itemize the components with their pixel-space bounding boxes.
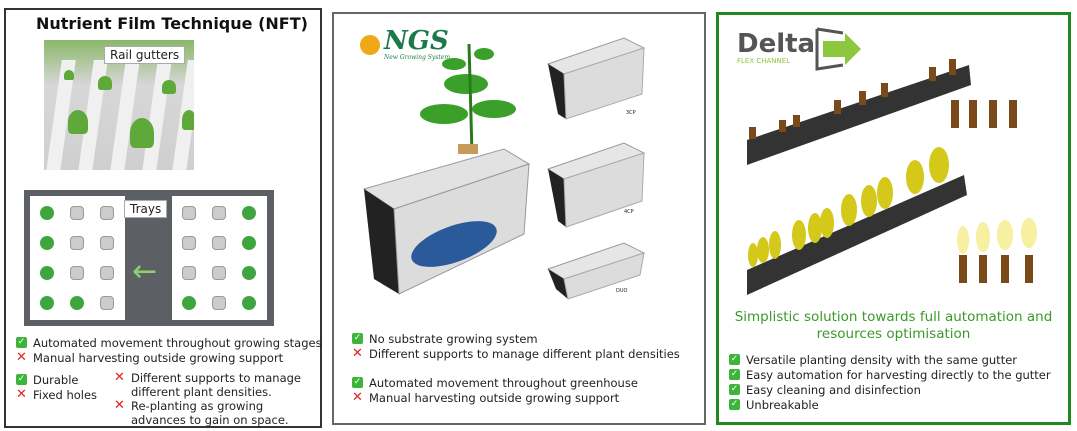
nft-title: Nutrient Film Technique (NFT) bbox=[36, 14, 308, 33]
tray-cell bbox=[100, 296, 114, 310]
rail-gutters-label: Rail gutters bbox=[104, 46, 186, 64]
tray-cell bbox=[212, 236, 226, 250]
tray-cell bbox=[242, 206, 256, 220]
delta-logo-subtitle: FLEX CHANNEL bbox=[737, 57, 791, 65]
list-item-text: Automated movement throughout greenhouse bbox=[369, 376, 638, 390]
list-item: ✓ Versatile planting density with the sam… bbox=[729, 353, 1017, 367]
check-box-icon: ✓ bbox=[352, 333, 363, 344]
cross-icon: ✕ bbox=[114, 398, 125, 413]
rail-gutters-photo: Rail gutters bbox=[44, 40, 194, 170]
tray-cell bbox=[182, 266, 196, 280]
ngs-gutter-with-plant bbox=[362, 43, 531, 295]
delta-panel: Delta FLEX CHANNEL Simplistic solution t… bbox=[716, 12, 1071, 425]
list-item-text: Different supports to manage different p… bbox=[131, 371, 302, 399]
gutter-label-4cp: 4CP bbox=[624, 209, 634, 215]
cross-icon: ✕ bbox=[16, 350, 27, 365]
list-item: ✕ Manual harvesting outside growing suppo… bbox=[352, 390, 620, 406]
tray-cell bbox=[242, 266, 256, 280]
gutter-label-duo: DUO bbox=[616, 288, 628, 294]
list-item-text: Durable bbox=[33, 373, 79, 387]
list-item-text: Easy automation for harvesting directly … bbox=[746, 368, 1051, 382]
tray-cell bbox=[100, 266, 114, 280]
ngs-gutter-3cp bbox=[546, 37, 646, 120]
delta-logo: Delta FLEX CHANNEL bbox=[737, 31, 815, 65]
list-item-text: Manual harvesting outside growing suppor… bbox=[33, 351, 284, 365]
list-item: ✓ Automated movement throughout greenhous… bbox=[352, 376, 638, 390]
tray-cell bbox=[70, 266, 84, 280]
tray-cell bbox=[182, 236, 196, 250]
ngs-logo: NGS New Growing System bbox=[360, 28, 450, 61]
list-item-text: Fixed holes bbox=[33, 388, 98, 402]
list-item: ✕ Fixed holes bbox=[16, 387, 98, 403]
list-item-text: Re-planting as growing advances to gain … bbox=[131, 399, 289, 427]
list-item: ✕ Different supports to manage different … bbox=[352, 346, 680, 362]
delta-gutters-illustration bbox=[747, 59, 1037, 295]
check-box-icon: ✓ bbox=[16, 374, 27, 385]
list-item-text: Manual harvesting outside growing suppor… bbox=[369, 391, 620, 405]
nft-panel: Nutrient Film Technique (NFT) Rail gutte… bbox=[4, 8, 322, 428]
cross-icon: ✕ bbox=[114, 370, 125, 385]
list-item: ✕ Re-planting as growing advances to gain… bbox=[114, 398, 319, 428]
tray-cell bbox=[212, 296, 226, 310]
list-item: ✓ Unbreakable bbox=[729, 398, 819, 412]
tray-cell bbox=[40, 206, 54, 220]
list-item: ✓ Easy automation for harvesting directly… bbox=[729, 368, 1051, 382]
list-item-text: Easy cleaning and disinfection bbox=[746, 383, 921, 397]
cross-icon: ✕ bbox=[352, 390, 363, 405]
list-item: ✕ Manual harvesting outside growing suppo… bbox=[16, 350, 284, 366]
tray-cell bbox=[40, 236, 54, 250]
ngs-logo-subtitle: New Growing System bbox=[384, 54, 451, 61]
tray-cell bbox=[40, 296, 54, 310]
tray-cell bbox=[100, 206, 114, 220]
check-box-icon: ✓ bbox=[16, 337, 27, 348]
tray-cell bbox=[182, 296, 196, 310]
delta-headline: Simplistic solution towards full automat… bbox=[734, 309, 1053, 342]
tray-cell bbox=[100, 236, 114, 250]
tray-cell bbox=[40, 266, 54, 280]
tray-cell bbox=[70, 206, 84, 220]
list-item: ✓ No substrate growing system bbox=[352, 332, 538, 346]
list-item-text: No substrate growing system bbox=[369, 332, 538, 346]
list-item: ✓ Durable bbox=[16, 373, 79, 387]
list-item-text: Automated movement throughout growing st… bbox=[33, 336, 322, 350]
tray-cell bbox=[212, 206, 226, 220]
delta-arrow-logo-icon bbox=[815, 27, 861, 71]
list-item: ✓ Automated movement throughout growing s… bbox=[16, 336, 322, 350]
ngs-panel: NGS New Growing System 3CP 4CP DUO ✓ No s… bbox=[332, 12, 706, 425]
ngs-logo-icon bbox=[360, 34, 380, 55]
cross-icon: ✕ bbox=[352, 346, 363, 361]
ngs-gutter-4cp bbox=[546, 142, 646, 228]
ngs-gutter-duo bbox=[546, 242, 646, 300]
list-item-text: Versatile planting density with the same… bbox=[746, 353, 1018, 367]
gutter-label-3cp: 3CP bbox=[626, 110, 636, 116]
check-box-icon: ✓ bbox=[729, 399, 740, 410]
trays-illustration: Trays ← bbox=[24, 190, 274, 326]
ngs-logo-text: NGS bbox=[384, 26, 449, 56]
check-box-icon: ✓ bbox=[729, 369, 740, 380]
trays-label: Trays bbox=[124, 200, 168, 218]
tray-cell bbox=[242, 236, 256, 250]
list-item: ✓ Easy cleaning and disinfection bbox=[729, 383, 921, 397]
tray-cell bbox=[182, 206, 196, 220]
list-item-text: Different supports to manage different p… bbox=[369, 347, 680, 361]
check-box-icon: ✓ bbox=[352, 377, 363, 388]
cross-icon: ✕ bbox=[16, 387, 27, 402]
list-item-text: Unbreakable bbox=[746, 398, 819, 412]
tray-cell bbox=[242, 296, 256, 310]
arrow-left-icon: ← bbox=[132, 254, 158, 289]
tray-cell bbox=[212, 266, 226, 280]
check-box-icon: ✓ bbox=[729, 384, 740, 395]
tray-cell bbox=[70, 236, 84, 250]
delta-logo-text: Delta bbox=[737, 29, 816, 59]
tray-cell bbox=[70, 296, 84, 310]
list-item: ✕ Different supports to manage different … bbox=[114, 370, 319, 400]
check-box-icon: ✓ bbox=[729, 354, 740, 365]
